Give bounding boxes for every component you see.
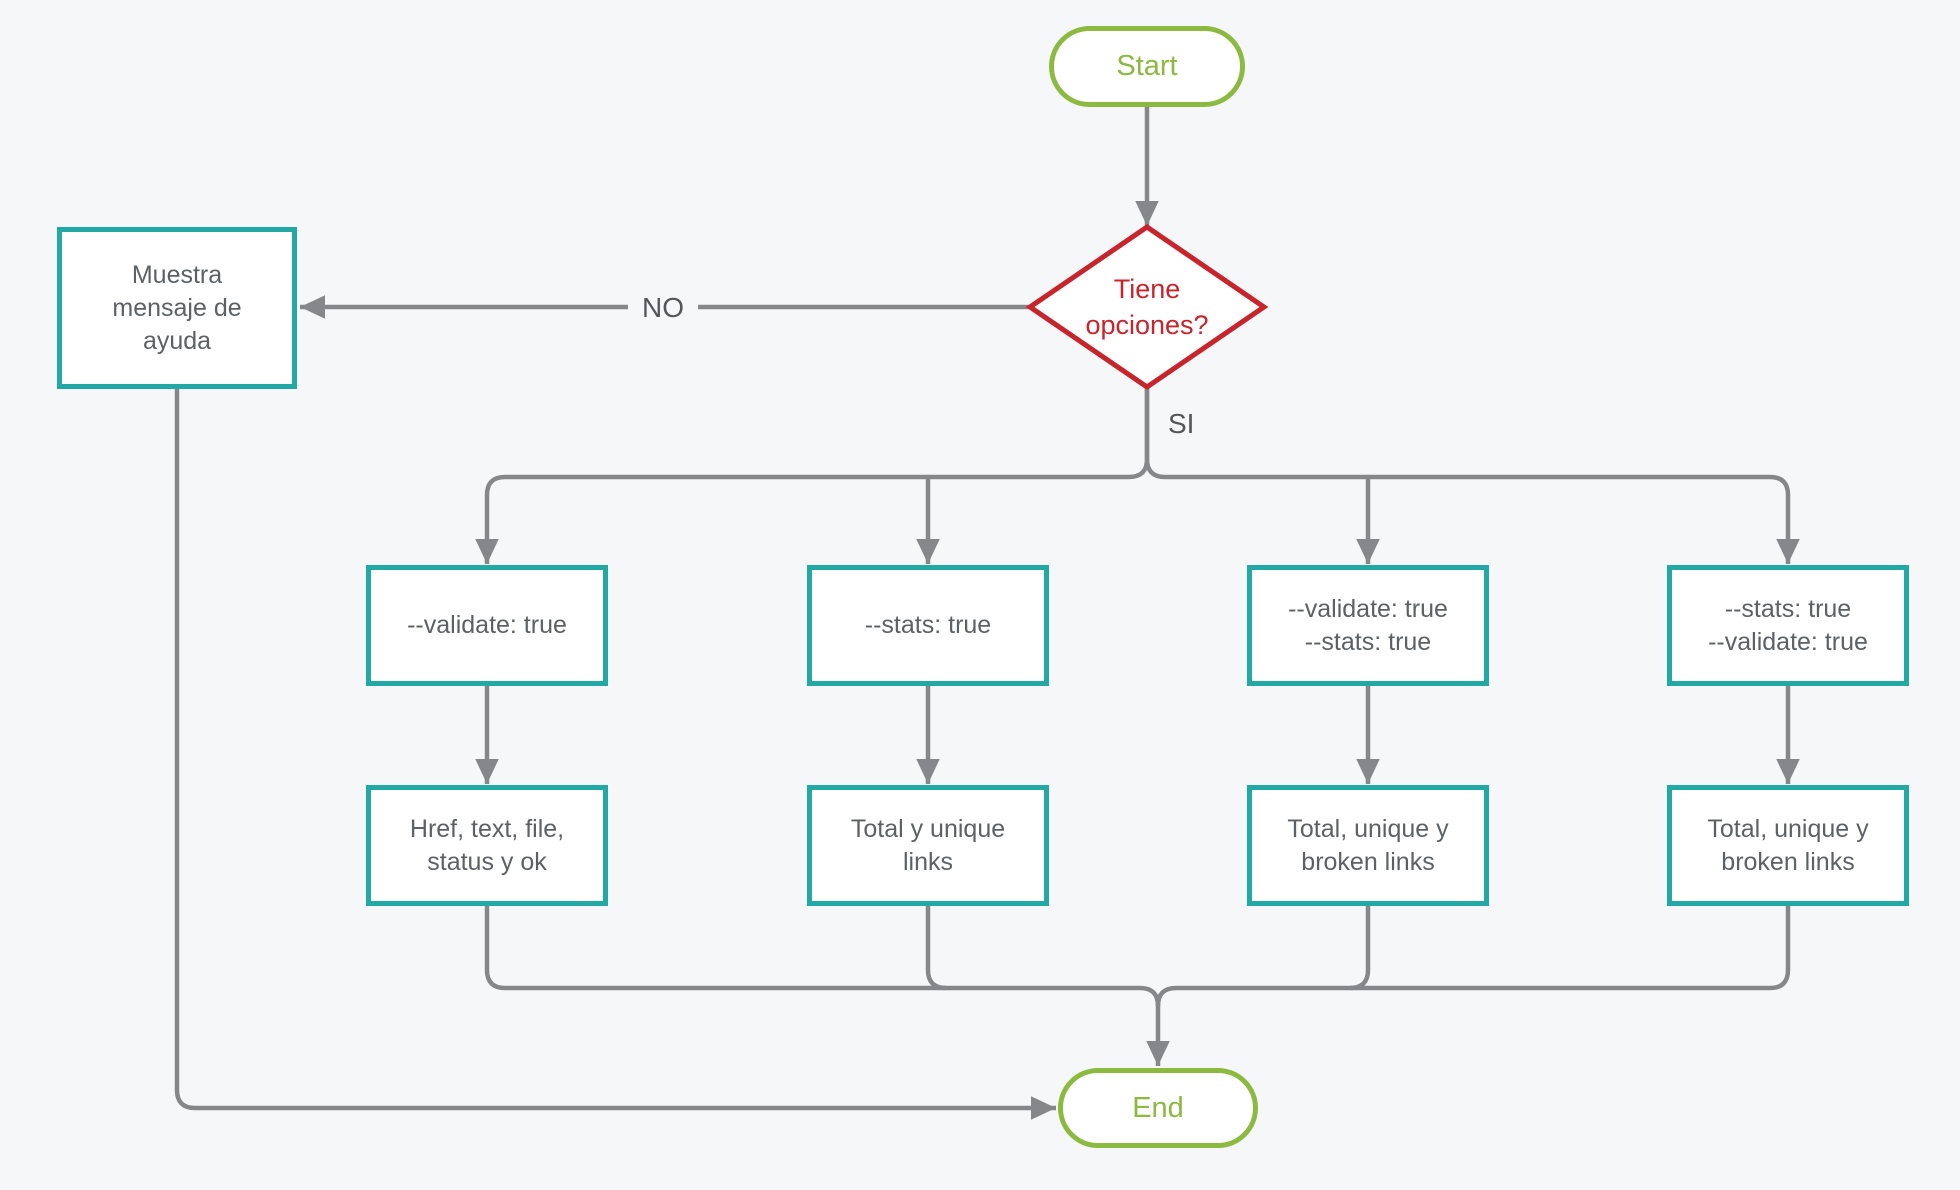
option-validate-node: --validate: true bbox=[366, 565, 608, 686]
edge-out1-to-merge bbox=[484, 906, 1161, 1007]
edge-out4-to-merge bbox=[1155, 906, 1791, 1007]
output-stats-validate-node: Total, unique y broken links bbox=[1667, 785, 1909, 906]
decision-node-label: Tiene opciones? bbox=[1085, 274, 1209, 341]
option-stats-node: --stats: true bbox=[807, 565, 1049, 686]
edge-si-branch-left bbox=[475, 387, 1150, 564]
edge-out2-to-merge bbox=[925, 906, 947, 991]
decision-diamond bbox=[1025, 223, 1269, 391]
option-validate-stats-node: --validate: true --stats: true bbox=[1247, 565, 1489, 686]
option-stats-validate-node: --stats: true --validate: true bbox=[1667, 565, 1909, 686]
start-node: Start bbox=[1049, 26, 1245, 107]
edge-label-no: NO bbox=[628, 290, 698, 326]
edge-out3-to-merge bbox=[1349, 906, 1371, 991]
output-validate-node: Href, text, file, status y ok bbox=[366, 785, 608, 906]
edge-si-branch-right bbox=[1144, 387, 1800, 564]
help-message-node: Muestra mensaje de ayuda bbox=[57, 227, 297, 389]
edge-help-to-end bbox=[174, 389, 1056, 1120]
end-node: End bbox=[1058, 1068, 1258, 1148]
output-validate-stats-node: Total, unique y broken links bbox=[1247, 785, 1489, 906]
output-stats-node: Total y unique links bbox=[807, 785, 1049, 906]
edge-label-si: SI bbox=[1168, 408, 1195, 439]
